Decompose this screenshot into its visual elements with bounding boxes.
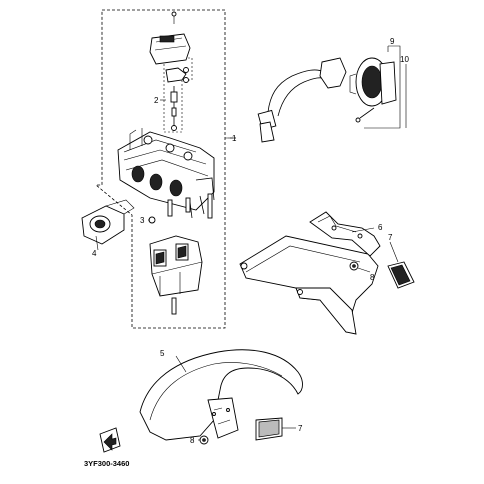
callout-9: 9 bbox=[390, 37, 395, 46]
carburetor-body bbox=[117, 128, 215, 219]
wire-harness bbox=[257, 57, 347, 143]
plate-bracket bbox=[309, 211, 381, 257]
leader-lines bbox=[95, 99, 399, 441]
carburetor-top-cap bbox=[149, 33, 191, 65]
callout-4: 4 bbox=[92, 249, 97, 258]
callout-7-upper: 7 bbox=[388, 233, 393, 242]
float-bowl bbox=[149, 235, 203, 315]
callout-7-lower: 7 bbox=[298, 424, 303, 433]
diagram-code: 3YF300-3460 bbox=[84, 459, 129, 468]
callout-2: 2 bbox=[154, 96, 159, 105]
callout-10: 10 bbox=[400, 55, 409, 64]
callout-1: 1 bbox=[232, 134, 237, 143]
intake-joint bbox=[81, 199, 135, 245]
callout-8-upper: 8 bbox=[370, 273, 375, 282]
needle-parts bbox=[165, 67, 189, 131]
switch-assembly bbox=[349, 57, 397, 123]
front-arrow-icon bbox=[99, 427, 121, 453]
side-reflector bbox=[255, 417, 283, 441]
front-fender bbox=[139, 349, 303, 441]
callout-5: 5 bbox=[160, 349, 165, 358]
rear-nut bbox=[349, 261, 359, 271]
rear-fender bbox=[239, 235, 379, 335]
front-nut bbox=[199, 435, 209, 445]
rear-reflector bbox=[387, 261, 415, 289]
callout-9-10-bracket bbox=[364, 45, 407, 129]
callout-6: 6 bbox=[378, 223, 383, 232]
callout-3: 3 bbox=[140, 216, 145, 225]
callout-8-lower: 8 bbox=[190, 436, 195, 445]
top-screw bbox=[171, 11, 177, 24]
carburetor-group-outline bbox=[94, 9, 226, 329]
